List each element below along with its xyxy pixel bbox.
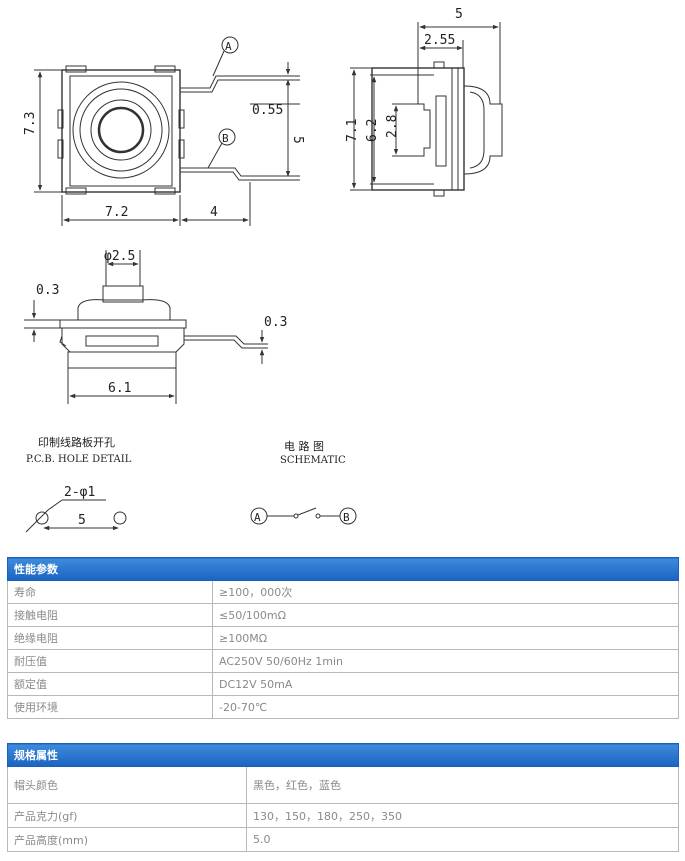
row-label: 绝缘电阻 bbox=[7, 626, 213, 650]
row-label: 额定值 bbox=[7, 672, 213, 696]
table-row: 产品克力(gf) 130，150，180，250，350 bbox=[7, 803, 679, 828]
row-value: 5.0 bbox=[246, 827, 679, 852]
dim-cap: 2.55 bbox=[424, 33, 455, 48]
callout-b-top: B bbox=[222, 132, 229, 145]
row-label: 寿命 bbox=[7, 580, 213, 604]
dim-left-thickness: 0.3 bbox=[36, 283, 59, 298]
pcb-title-cn: 印制线路板开孔 bbox=[38, 435, 115, 449]
pcb-title-en: P.C.B. HOLE DETAIL bbox=[26, 454, 132, 465]
pcb-pitch: 5 bbox=[78, 513, 86, 528]
row-label: 接触电阻 bbox=[7, 603, 213, 627]
table-row: 帽头颜色 黑色，红色，蓝色 bbox=[7, 766, 679, 804]
dim-total-width: 5 bbox=[455, 7, 463, 22]
dim-contact: 2.8 bbox=[385, 115, 400, 138]
row-value: ≥100，000次 bbox=[212, 580, 679, 604]
dim-height: 7.1 bbox=[345, 119, 360, 142]
table-row: 耐压值 AC250V 50/60Hz 1min bbox=[7, 649, 679, 673]
row-value: ≥100MΩ bbox=[212, 626, 679, 650]
table-row: 使用环境 -20-70℃ bbox=[7, 695, 679, 719]
dim-pin-pitch: 5 bbox=[290, 136, 305, 144]
row-value: 130，150，180，250，350 bbox=[246, 803, 679, 828]
callout-a-top: A bbox=[225, 40, 232, 53]
schematic-title-cn: 电 路 图 bbox=[284, 440, 324, 453]
dim-base: 6.1 bbox=[108, 381, 131, 396]
row-value: AC250V 50/60Hz 1min bbox=[212, 649, 679, 673]
row-value: 黑色，红色，蓝色 bbox=[246, 766, 679, 804]
row-value: ≤50/100mΩ bbox=[212, 603, 679, 627]
row-label: 帽头颜色 bbox=[7, 766, 247, 804]
performance-header: 性能参数 bbox=[7, 557, 679, 581]
dim-pin-length: 4 bbox=[210, 205, 218, 220]
row-label: 产品克力(gf) bbox=[7, 803, 247, 828]
pcb-hole-detail bbox=[25, 499, 127, 533]
table-row: 产品高度(mm) 5.0 bbox=[7, 827, 679, 852]
specs-table: 规格属性 帽头颜色 黑色，红色，蓝色 产品克力(gf) 130，150，180，… bbox=[7, 743, 679, 852]
row-label: 耐压值 bbox=[7, 649, 213, 673]
schematic-node-a: A bbox=[254, 511, 261, 524]
technical-drawing: A B 0.55 5 7.3 7.2 4 5 2.55 7.1 6.2 2.8 … bbox=[23, 7, 503, 533]
top-view bbox=[34, 36, 300, 226]
dim-body-height: 7.3 bbox=[23, 112, 38, 135]
front-view bbox=[24, 250, 268, 404]
performance-table: 性能参数 寿命 ≥100，000次 接触电阻 ≤50/100mΩ 绝缘电阻 ≥1… bbox=[7, 557, 679, 719]
schematic-diagram bbox=[250, 507, 357, 525]
row-value: DC12V 50mA bbox=[212, 672, 679, 696]
row-label: 使用环境 bbox=[7, 695, 213, 719]
table-row: 额定值 DC12V 50mA bbox=[7, 672, 679, 696]
dim-right-thickness: 0.3 bbox=[264, 315, 287, 330]
table-row: 接触电阻 ≤50/100mΩ bbox=[7, 603, 679, 627]
table-row: 绝缘电阻 ≥100MΩ bbox=[7, 626, 679, 650]
schematic-title-en: SCHEMATIC bbox=[280, 455, 346, 466]
schematic-node-b: B bbox=[343, 511, 350, 524]
table-row: 寿命 ≥100，000次 bbox=[7, 580, 679, 604]
dim-pin-width: 0.55 bbox=[252, 103, 283, 118]
dim-body-width: 7.2 bbox=[105, 205, 128, 220]
specs-header: 规格属性 bbox=[7, 743, 679, 767]
row-label: 产品高度(mm) bbox=[7, 827, 247, 852]
dim-actuator: φ2.5 bbox=[104, 249, 135, 264]
side-view bbox=[350, 22, 503, 197]
row-value: -20-70℃ bbox=[212, 695, 679, 719]
dim-inner-height: 6.2 bbox=[365, 119, 380, 142]
pcb-hole-label: 2-φ1 bbox=[64, 485, 95, 500]
